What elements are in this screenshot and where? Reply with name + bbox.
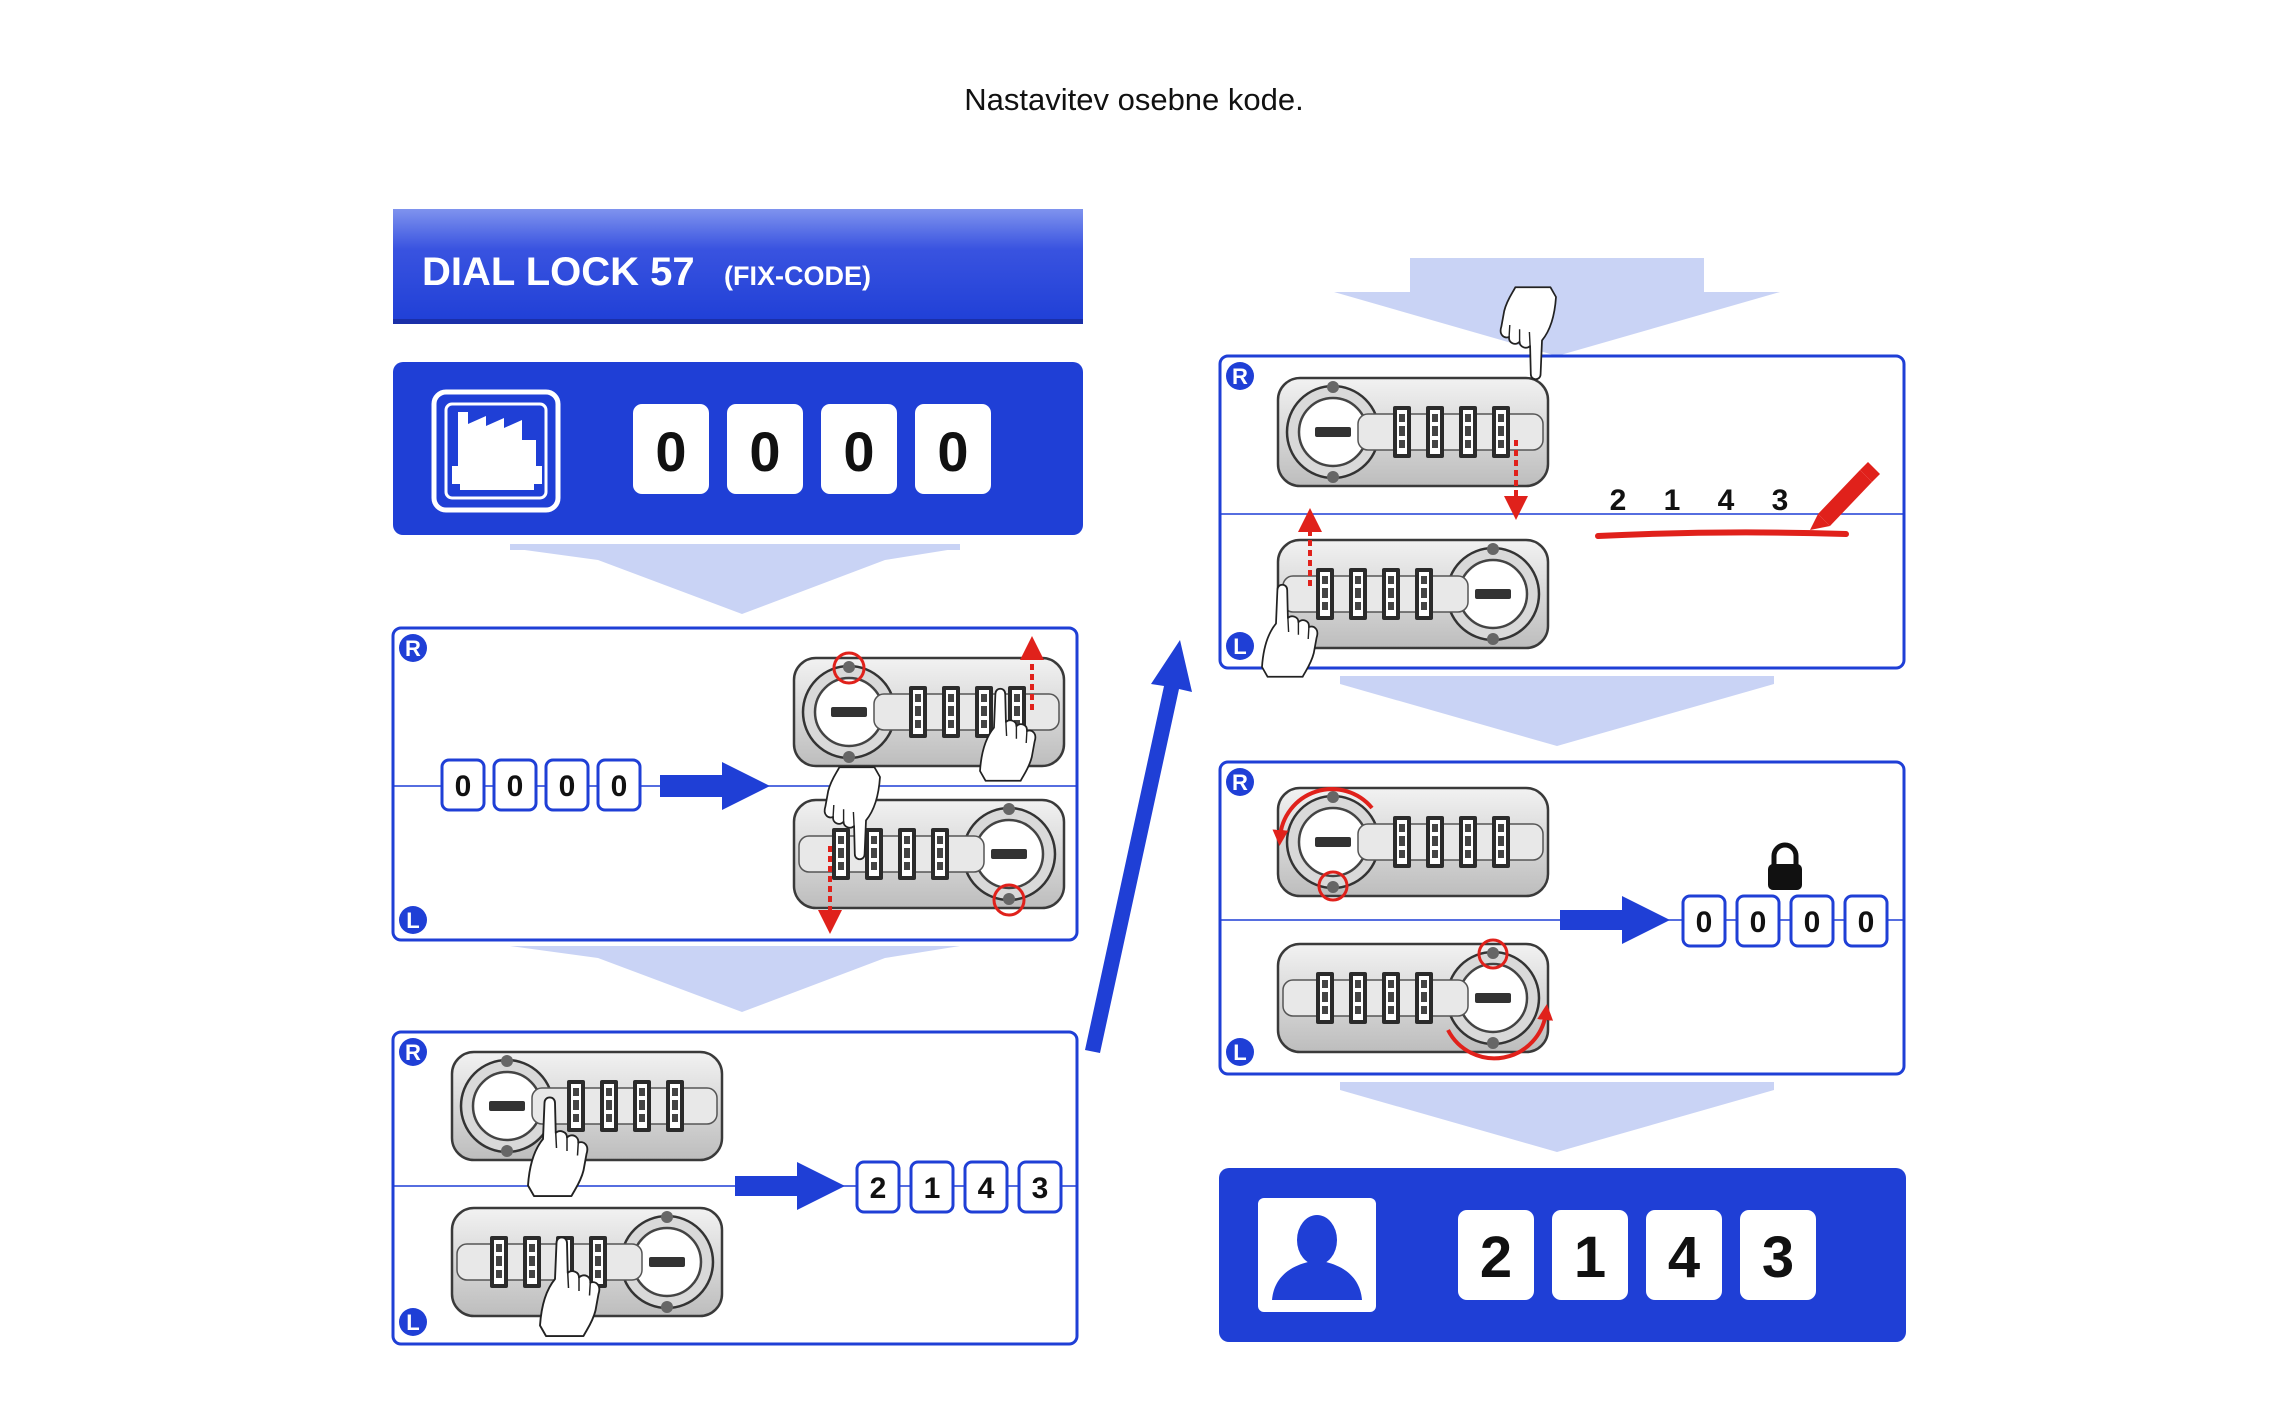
- flow-arrow-down: [510, 946, 960, 1012]
- step3-panel: R L 2 1 4 3: [1218, 286, 1906, 678]
- lock-right-illustration: [450, 1050, 724, 1162]
- start-code-digits: 0 0 0 0: [440, 758, 642, 812]
- red-rotate-arrow: [1446, 1004, 1554, 1061]
- flow-arrow-down: [510, 548, 960, 614]
- start-digit: 0: [559, 770, 576, 803]
- personal-digit: 2: [1480, 1225, 1512, 1290]
- side-label-right: R: [405, 636, 421, 661]
- lock-left-illustration: [1276, 538, 1550, 650]
- factory-digit: 0: [843, 420, 874, 483]
- factory-code-digits: 0 0 0 0: [633, 404, 991, 494]
- highlight-circle: [832, 651, 866, 685]
- start-digit: 0: [611, 770, 628, 803]
- factory-code-panel: 0 0 0 0: [393, 362, 1083, 535]
- personal-code-panel: 2 1 4 3: [1219, 1168, 1906, 1342]
- product-header: DIAL LOCK 57 (FIX-CODE): [393, 209, 1083, 324]
- user-icon: [1258, 1198, 1376, 1312]
- personal-code-digits: 2 1 4 3: [1458, 1210, 1816, 1300]
- flow-arrow-down: [510, 544, 960, 550]
- written-digit: 3: [1772, 484, 1789, 517]
- product-name: DIAL LOCK 57: [422, 250, 695, 294]
- blue-arrow-right: [660, 762, 770, 810]
- page-title: Nastavitev osebne kode.: [964, 82, 1304, 117]
- pencil-icon: [1810, 462, 1880, 530]
- step1-panel: R L 0 0 0 0: [391, 626, 1079, 942]
- result-digit: 0: [1696, 906, 1713, 939]
- written-digit: 2: [1610, 484, 1627, 517]
- result-code-digits: 0 0 0 0: [1681, 894, 1889, 948]
- factory-digit: 0: [749, 420, 780, 483]
- flow-arrow-down: [1334, 258, 1780, 356]
- blue-arrow-right: [735, 1162, 845, 1210]
- blue-arrow-right: [1560, 896, 1670, 944]
- written-digit: 1: [1664, 484, 1681, 517]
- personal-digit: 3: [1762, 1225, 1794, 1290]
- side-label-right: R: [1232, 364, 1248, 389]
- highlight-circle: [1477, 938, 1509, 970]
- red-rotate-arrow: [1272, 787, 1374, 846]
- new-digit: 1: [924, 1172, 941, 1205]
- factory-digit: 0: [937, 420, 968, 483]
- step2-panel: R L 2 1 4 3: [391, 1030, 1079, 1346]
- written-digit: 4: [1718, 484, 1735, 517]
- factory-digit: 0: [655, 420, 686, 483]
- new-digit: 2: [870, 1172, 887, 1205]
- personal-digit: 4: [1668, 1225, 1700, 1290]
- result-digit: 0: [1858, 906, 1875, 939]
- step4-panel: R L 0 0 0 0: [1218, 760, 1906, 1076]
- written-code: 2 1 4 3: [1610, 484, 1789, 517]
- highlight-circle: [992, 883, 1026, 917]
- new-code-digits: 2 1 4 3: [855, 1160, 1063, 1214]
- side-label-left: L: [1233, 634, 1246, 659]
- new-digit: 4: [978, 1172, 995, 1205]
- result-digit: 0: [1750, 906, 1767, 939]
- lock-right-illustration: [1276, 376, 1550, 488]
- flow-arrow-down: [1340, 1082, 1774, 1152]
- side-label-left: L: [406, 1310, 419, 1335]
- result-digit: 0: [1804, 906, 1821, 939]
- new-digit: 3: [1032, 1172, 1049, 1205]
- side-label-left: L: [1233, 1040, 1246, 1065]
- side-label-left: L: [406, 908, 419, 933]
- side-label-right: R: [405, 1040, 421, 1065]
- red-underline: [1595, 529, 1849, 539]
- lock-left-illustration: [1276, 942, 1550, 1054]
- product-variant: (FIX-CODE): [724, 261, 871, 291]
- padlock-icon: [1768, 842, 1802, 890]
- highlight-circle: [1317, 870, 1349, 902]
- flow-arrow-down: [1340, 676, 1774, 746]
- start-digit: 0: [455, 770, 472, 803]
- lock-right-illustration: [1276, 786, 1550, 898]
- start-digit: 0: [507, 770, 524, 803]
- blue-arrow-diagonal: [1085, 640, 1192, 1053]
- personal-digit: 1: [1574, 1225, 1606, 1290]
- side-label-right: R: [1232, 770, 1248, 795]
- factory-icon: [431, 389, 561, 513]
